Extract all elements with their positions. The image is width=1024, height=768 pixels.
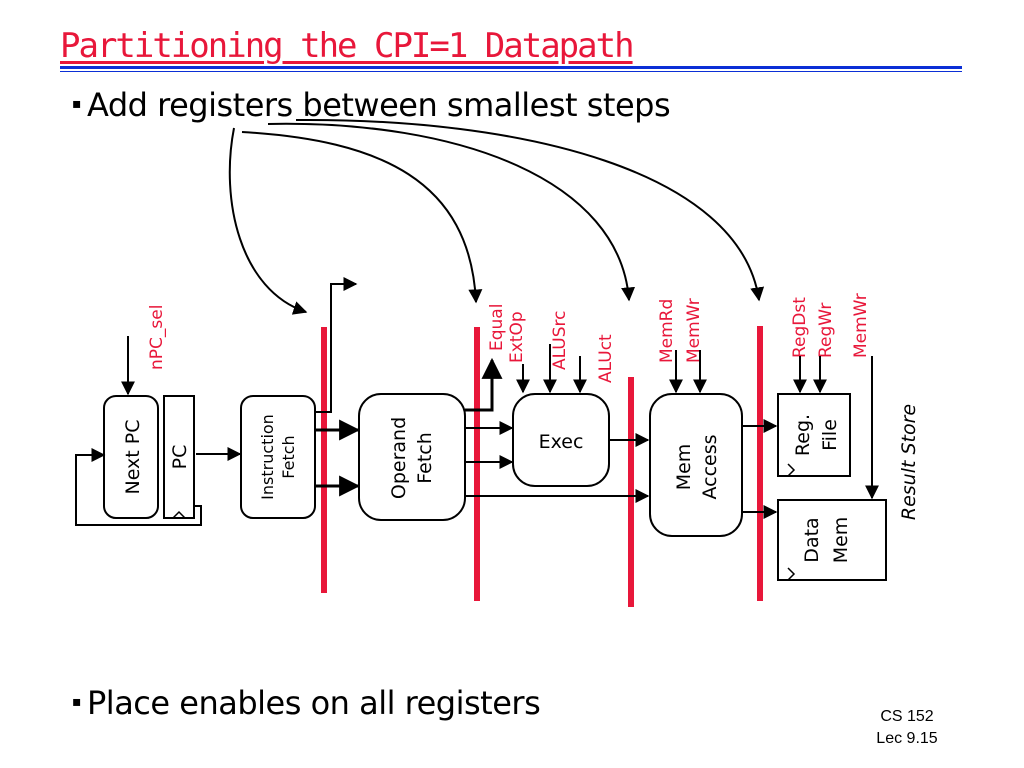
- mem-access-label-1: Mem: [673, 444, 695, 491]
- equal-wire: [465, 357, 503, 412]
- reg-file-label-1: Reg.: [792, 414, 814, 456]
- data-mem-label-2: Mem: [830, 517, 852, 564]
- npc-sel-signal: nPC_sel: [147, 305, 167, 370]
- data-mem-label-1: Data: [801, 517, 823, 562]
- slide-title: Partitioning the CPI=1 Datapath: [60, 26, 635, 66]
- next-pc-block: Next PC: [103, 395, 159, 519]
- reg-file-block: Reg. File: [777, 393, 851, 477]
- alusrc-signal: ALUSrc: [550, 311, 570, 370]
- equal-signal: Equal: [487, 304, 507, 351]
- exec-label: Exec: [539, 431, 584, 453]
- operand-fetch-label-1: Operand: [388, 417, 410, 499]
- result-store-label: Result Store: [898, 404, 920, 520]
- bullet-add-registers: ▪ Add registers between smallest steps: [72, 86, 671, 124]
- curved-arrows: [228, 118, 765, 315]
- footer-lecture: Lec 9.15: [876, 730, 938, 747]
- bullet-text: Add registers between smallest steps: [87, 86, 671, 124]
- instruction-fetch-block: Instruction Fetch: [240, 395, 316, 519]
- curve-arrow-2: [241, 131, 483, 304]
- regwr-signal: RegWr: [816, 303, 836, 358]
- operand-fetch-label-2: Fetch: [414, 432, 436, 484]
- operand-fetch-block: Operand Fetch: [358, 393, 466, 521]
- exec-block: Exec: [512, 393, 610, 487]
- bullet-place-enables: ▪ Place enables on all registers: [72, 684, 541, 722]
- aluctr-signal: ALUct: [596, 334, 616, 383]
- bullet-text: Place enables on all registers: [87, 684, 541, 722]
- data-mem-block: Data Mem: [777, 499, 887, 581]
- curve-arrow-4: [295, 118, 765, 302]
- footer-course: CS 152: [880, 708, 934, 725]
- reg-file-label-2: File: [819, 419, 841, 451]
- mem-access-block: Mem Access: [649, 393, 743, 537]
- title-rule: [60, 66, 962, 69]
- memrd-signal: MemRd: [657, 299, 677, 363]
- curve-arrow-1: [228, 127, 308, 315]
- pc-feedback-wire: [75, 448, 202, 526]
- instruction-fetch-label-1: Instruction: [258, 414, 277, 500]
- regdst-signal: RegDst: [790, 297, 810, 358]
- pc-label: PC: [169, 445, 191, 470]
- title-rule-thin: [60, 71, 962, 72]
- bullet-marker-icon: ▪: [72, 694, 82, 710]
- memwr-store-signal: MemWr: [851, 293, 871, 358]
- mem-access-label-2: Access: [699, 434, 721, 499]
- memwr-mem-signal: MemWr: [684, 298, 704, 363]
- pipeline-registers: [321, 326, 763, 607]
- pc-register: PC: [163, 395, 195, 519]
- curve-arrow-3: [267, 122, 636, 302]
- bullet-marker-icon: ▪: [72, 96, 82, 112]
- instruction-fetch-label-2: Fetch: [279, 435, 298, 478]
- next-pc-label: Next PC: [122, 419, 144, 494]
- slide-footer: CS 152 Lec 9.15: [862, 706, 952, 750]
- fetch-up-wire: [315, 277, 358, 413]
- extop-signal: ExtOp: [507, 311, 527, 363]
